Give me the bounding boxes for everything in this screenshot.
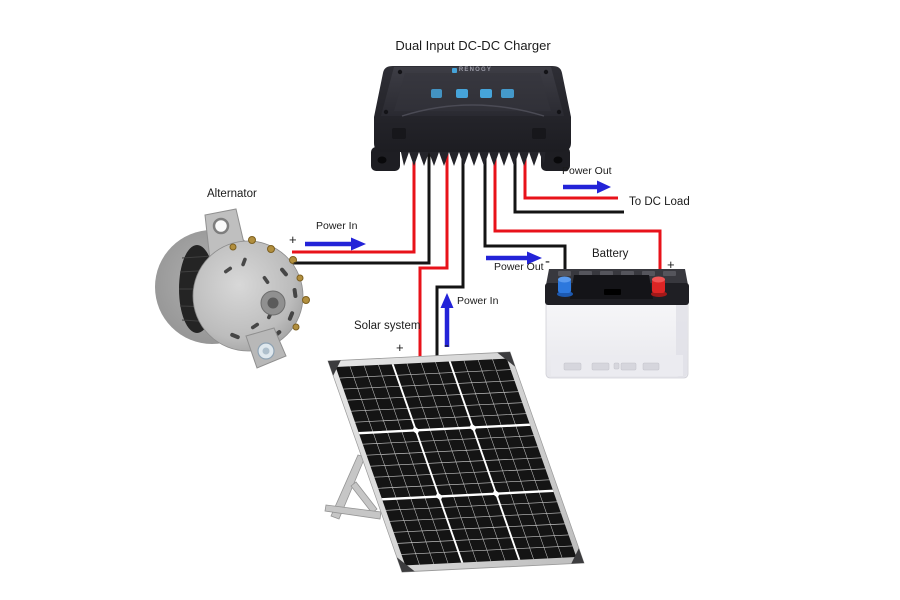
renogy-logo-text: RENOGY [458,67,493,73]
wire-alternator-negative [290,150,431,265]
battery-label: Battery [592,248,629,260]
solar-system-label: Solar system [354,320,421,332]
dc-load-power-out-label: Power Out [562,165,612,177]
alternator-terminal-bolts [229,236,310,331]
wire-alternator-positive [292,150,416,254]
led-indicator-4 [501,89,514,98]
charger-corner-screws [383,69,562,115]
solar-plus-mark: + [396,340,404,355]
battery-cap-ribs [558,271,676,276]
wire-battery-negative [483,150,567,284]
wire-solar-negative [435,150,465,359]
charger-status-leds [431,89,514,98]
renogy-logo: RENOGY [444,67,500,73]
solar-grid-thin [339,359,573,565]
wires [290,150,662,361]
solar-grid-thick [358,361,554,563]
battery-ledge-slots [563,362,660,371]
led-indicator-2 [456,89,468,98]
dc-dc-charger-graphic [371,66,571,171]
battery-positive-terminal [651,276,667,297]
solar-panel-graphic [327,351,585,573]
alternator-plus-mark: + [289,232,297,247]
solar-panel-kickstand [324,454,382,520]
led-indicator-3 [480,89,492,98]
charger-port-right [532,128,546,139]
alternator-ear-hole [212,217,230,235]
wire-dc-load-positive [523,150,618,200]
alternator-graphic [155,208,310,369]
battery-center-block [570,275,653,299]
charger-mount-hole-right [553,156,563,164]
charger-face-arc [401,104,545,117]
kickstand-foot [324,504,382,520]
wire-solar-positive [418,150,449,361]
wire-dc-load-negative [513,150,624,214]
charger-port-left [392,128,406,139]
battery-handle-slot [604,289,621,295]
charger-title-label: Dual Input DC-DC Charger [395,38,551,53]
alternator-lug-bolt-center [262,347,270,355]
battery-negative-terminal [557,276,573,297]
kickstand-strut [350,481,378,514]
alternator-front-face [192,240,304,352]
solar-corner-caps [328,351,584,572]
battery-graphic [545,269,689,379]
battery-plus-mark: + [667,257,675,272]
alternator-center-bore [267,297,279,309]
solar-power-in-label: Power In [457,295,499,307]
arrow-solar-power-in [440,293,454,347]
led-indicator-1 [431,89,442,98]
charger-mount-hole-left [377,156,387,164]
solar-busbar-diamonds [412,423,500,501]
battery-power-out-label: Power Out [494,261,544,273]
solar-minus-mark: - [444,337,449,354]
wire-battery-positive [493,150,662,283]
charger-heatsink-fins [400,148,546,166]
battery-minus-mark: - [545,253,550,270]
charger-top-inset [394,73,551,111]
arrow-battery-power-out [486,251,542,265]
alternator-minus-mark: - [293,254,298,271]
renogy-logo-icon [451,67,457,73]
alternator-label: Alternator [207,188,257,200]
to-dc-load-label: To DC Load [629,196,690,208]
alternator-power-in-label: Power In [316,220,358,232]
arrow-dc-load-power-out [563,180,611,194]
arrow-alternator-power-in [305,237,366,251]
